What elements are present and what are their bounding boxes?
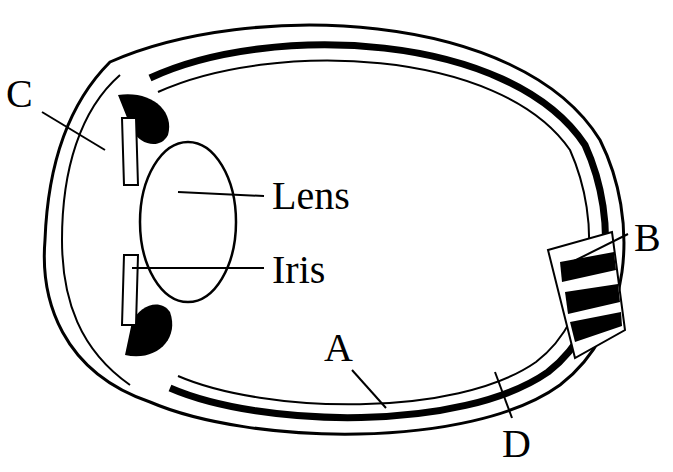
optic-nerve-band: [565, 284, 620, 314]
lens-shape: [140, 142, 236, 302]
leader-line: [572, 234, 628, 262]
part-label: D: [502, 424, 531, 464]
leader-line: [132, 267, 264, 269]
optic-nerve: [548, 232, 625, 358]
part-label: B: [634, 218, 661, 258]
part-label: C: [6, 74, 33, 114]
leader-line: [178, 192, 264, 196]
optic-nerve-band: [570, 312, 622, 342]
cornea: [62, 75, 130, 385]
iris-shape: [122, 255, 138, 325]
leader-line: [495, 372, 512, 418]
sclera-outline: [44, 25, 624, 434]
part-label: Lens: [272, 176, 350, 216]
iris-shape: [122, 118, 138, 185]
part-label: A: [324, 328, 353, 368]
leader-line: [42, 112, 105, 150]
leader-line: [352, 370, 386, 408]
part-label: Iris: [272, 250, 325, 290]
optic-nerve-band: [560, 252, 616, 282]
